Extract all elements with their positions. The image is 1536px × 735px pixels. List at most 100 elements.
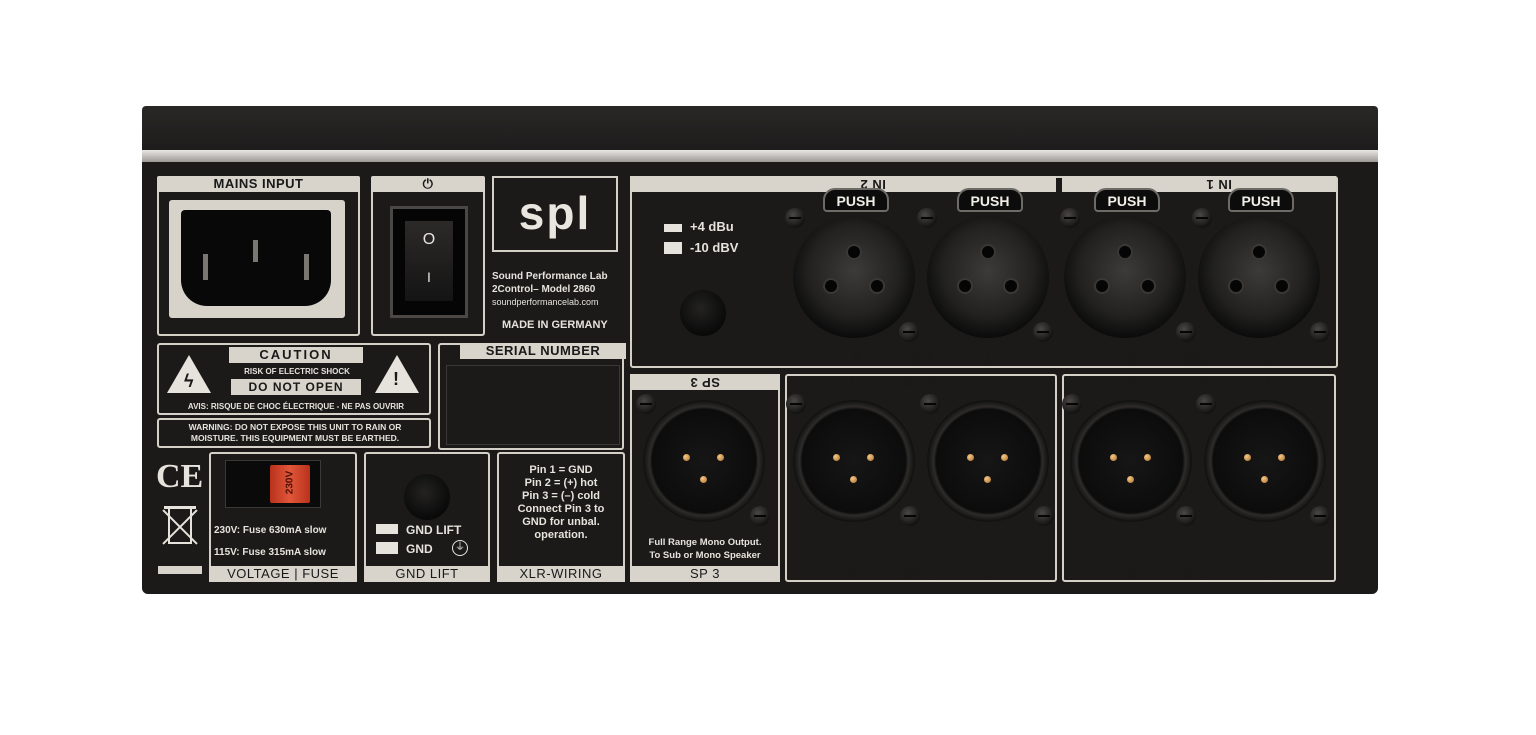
mains-input-panel: MAINS INPUT	[157, 176, 360, 336]
xlr-wiring-line-4: Connect Pin 3 to	[517, 503, 605, 515]
made-in-germany: MADE IN GERMANY	[502, 319, 608, 331]
xlr-wiring-line-5: GND for unbal.	[522, 516, 600, 528]
in1-l-push-button[interactable]: PUSH	[1228, 188, 1294, 212]
caution-title: CAUTION	[229, 347, 363, 363]
in1-screw-2	[1192, 208, 1212, 228]
warning-icon-left	[167, 355, 211, 393]
warning-line-1: WARNING: DO NOT EXPOSE THIS UNIT TO RAIN…	[188, 422, 402, 432]
fuse-230: 230V: Fuse 630mA slow	[214, 525, 327, 536]
sp2-screw-2	[920, 394, 940, 414]
in1-screw-3	[1176, 322, 1196, 342]
level-minus10: -10 dBV	[690, 240, 739, 255]
caution-risk: RISK OF ELECTRIC SHOCK	[244, 367, 350, 376]
in2-top-label: IN 2	[630, 176, 1056, 192]
warning-icon-right	[375, 355, 419, 393]
weee-bin-icon	[158, 504, 202, 554]
sp1-panel	[1062, 374, 1336, 582]
sp3-bottom-label: SP 3	[630, 566, 780, 582]
in2-screw-3	[899, 322, 919, 342]
caution-do-not-open: DO NOT OPEN	[231, 379, 361, 395]
level-button[interactable]	[680, 290, 726, 336]
sp2-screw-1	[786, 394, 806, 414]
in1-r-xlr-input[interactable]	[1064, 216, 1186, 338]
in2-l-push-button[interactable]: PUSH	[957, 188, 1023, 212]
caution-avis: AVIS: RISQUE DE CHOC ÉLECTRIQUE - NE PAS…	[187, 402, 405, 411]
sp3-screw-1	[636, 394, 656, 414]
gnd-lift-label: GND LIFT	[364, 566, 490, 582]
in2-l-xlr-input[interactable]	[927, 216, 1049, 338]
sp2-screw-3	[900, 506, 920, 526]
exclamation-symbol: !	[393, 369, 399, 389]
voltage-switch-slider: 230V	[270, 465, 310, 503]
iec-socket[interactable]	[169, 200, 345, 318]
in2-screw-1	[785, 208, 805, 228]
gnd-option: GND	[406, 542, 433, 556]
mains-input-label: MAINS INPUT	[157, 176, 360, 192]
sp2-l-xlr-output[interactable]	[927, 400, 1049, 522]
voltage-fuse-panel: 230V 230V: Fuse 630mA slow 115V: Fuse 31…	[209, 452, 357, 582]
gnd-lift-button[interactable]	[404, 474, 450, 520]
caution-panel: ϟ CAUTION RISK OF ELECTRIC SHOCK DO NOT …	[157, 343, 431, 415]
brand-line-3: soundperformancelab.com	[492, 297, 599, 307]
sp1-screw-4	[1310, 506, 1330, 526]
voltage-selector[interactable]: 230V	[225, 460, 321, 508]
in1-l-xlr-input[interactable]	[1198, 216, 1320, 338]
in2-r-xlr-input[interactable]	[793, 216, 915, 338]
gnd-lift-indicator	[376, 524, 398, 534]
sp3-desc-2: To Sub or Mono Speaker	[649, 550, 761, 561]
rear-panel: MAINS INPUT ⏻ O I spl Sound Performance …	[142, 162, 1378, 594]
sp3-desc-1: Full Range Mono Output.	[648, 537, 762, 548]
chassis-top-edge	[142, 150, 1378, 162]
sp1-l-xlr-output[interactable]	[1204, 400, 1326, 522]
brand-line-1: Sound Performance Lab	[492, 271, 608, 282]
power-on-mark: O	[422, 231, 436, 248]
warning-line-2: MOISTURE. THIS EQUIPMENT MUST BE EARTHED…	[190, 433, 400, 443]
sp3-top-label: SP 3	[630, 374, 780, 390]
serial-number-plate	[446, 365, 620, 445]
xlr-wiring-line-1: Pin 1 = GND	[529, 464, 593, 476]
level-plus4: +4 dBu	[690, 219, 734, 234]
power-panel: ⏻ O I	[371, 176, 485, 336]
in2-screw-4	[1033, 322, 1053, 342]
sp1-screw-3	[1176, 506, 1196, 526]
xlr-wiring-panel: Pin 1 = GND Pin 2 = (+) hot Pin 3 = (–) …	[497, 452, 625, 582]
serial-panel: SERIAL NUMBER	[438, 343, 626, 450]
gnd-lift-option: GND LIFT	[406, 523, 462, 537]
ground-icon: ⏚	[452, 540, 468, 556]
gnd-indicator	[376, 542, 398, 554]
bolt-symbol: ϟ	[184, 371, 194, 391]
chassis-top	[142, 106, 1378, 156]
sp2-screw-4	[1034, 506, 1054, 526]
xlr-wiring-line-2: Pin 2 = (+) hot	[524, 477, 598, 489]
power-icon: ⏻	[371, 176, 485, 192]
level-minus10-indicator	[664, 242, 682, 254]
in1-screw-4	[1310, 322, 1330, 342]
power-off-mark: I	[427, 269, 431, 285]
in2-screw-2	[917, 208, 937, 228]
level-plus4-indicator	[664, 224, 682, 232]
voltage-fuse-label: VOLTAGE | FUSE	[209, 566, 357, 582]
in1-screw-1	[1060, 208, 1080, 228]
spl-logo: spl	[492, 176, 618, 252]
sp1-screw-1	[1062, 394, 1082, 414]
ce-mark-icon: CE	[156, 458, 204, 495]
sp1-r-xlr-output[interactable]	[1070, 400, 1192, 522]
xlr-wiring-line-6: operation.	[534, 529, 588, 541]
xlr-wiring-label: XLR-WIRING	[497, 566, 625, 582]
sp2-panel	[785, 374, 1057, 582]
sp1-screw-2	[1196, 394, 1216, 414]
weee-bar	[158, 566, 202, 574]
serial-number-label: SERIAL NUMBER	[460, 343, 626, 359]
xlr-wiring-line-3: Pin 3 = (–) cold	[522, 490, 600, 502]
warning-panel: WARNING: DO NOT EXPOSE THIS UNIT TO RAIN…	[157, 418, 431, 448]
sp3-screw-2	[750, 506, 770, 526]
in2-r-push-button[interactable]: PUSH	[823, 188, 889, 212]
fuse-115: 115V: Fuse 315mA slow	[214, 547, 326, 558]
sp3-xlr-output[interactable]	[643, 400, 765, 522]
in1-r-push-button[interactable]: PUSH	[1094, 188, 1160, 212]
brand-block: spl Sound Performance Lab 2Control– Mode…	[490, 176, 630, 336]
sp2-r-xlr-output[interactable]	[793, 400, 915, 522]
power-switch[interactable]: O I	[390, 206, 468, 318]
brand-line-2: 2Control– Model 2860	[492, 284, 596, 295]
gnd-lift-panel: GND LIFT GND ⏚ GND LIFT	[364, 452, 490, 582]
